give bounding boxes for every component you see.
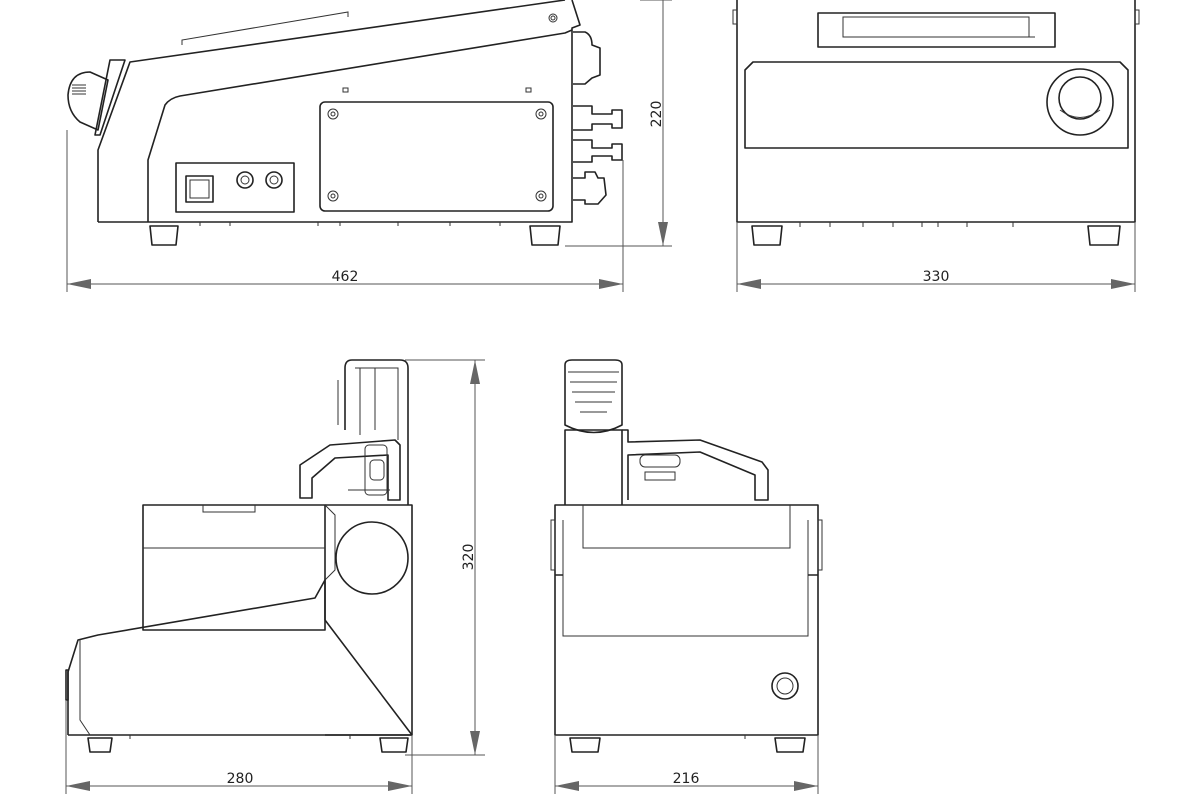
- display-window: [817, 12, 1056, 48]
- dimension-height-label: 320: [461, 544, 477, 571]
- dimension-width-label: 280: [227, 771, 254, 787]
- handle: [299, 359, 409, 505]
- foot: [379, 737, 409, 753]
- front-view-top: 330: [732, 0, 1140, 292]
- grip-icon: [564, 359, 623, 434]
- knob-icon: [67, 59, 126, 136]
- foot: [774, 737, 806, 753]
- handle: [564, 359, 769, 505]
- dimension-width-label: 462: [332, 269, 359, 285]
- socket-icon: [236, 171, 254, 189]
- foot: [751, 225, 783, 246]
- socket-icon: [265, 171, 283, 189]
- power-switch-icon: [185, 175, 214, 203]
- dimension-width-label: 216: [673, 771, 700, 787]
- front-panel: [744, 61, 1129, 149]
- tank: [142, 504, 326, 631]
- knob-icon: [771, 672, 799, 700]
- housing-outline: [97, 0, 566, 222]
- foot: [1087, 225, 1121, 246]
- housing: [554, 504, 819, 736]
- connectors: [573, 31, 623, 205]
- foot: [149, 225, 179, 246]
- front-view-bottom: 216: [550, 359, 823, 794]
- side-view-bottom: 280 320: [65, 359, 485, 794]
- dimension-height-label: 220: [649, 101, 665, 128]
- foot: [569, 737, 601, 753]
- side-view-top: 462 220: [66, 0, 672, 292]
- control-panel: [175, 162, 295, 213]
- arm-joint-icon: [335, 521, 409, 595]
- foot: [529, 225, 561, 246]
- dimension-width-label: 330: [923, 269, 950, 285]
- foot: [87, 737, 113, 753]
- knob-icon: [1046, 68, 1114, 136]
- cover-plate: [319, 101, 554, 212]
